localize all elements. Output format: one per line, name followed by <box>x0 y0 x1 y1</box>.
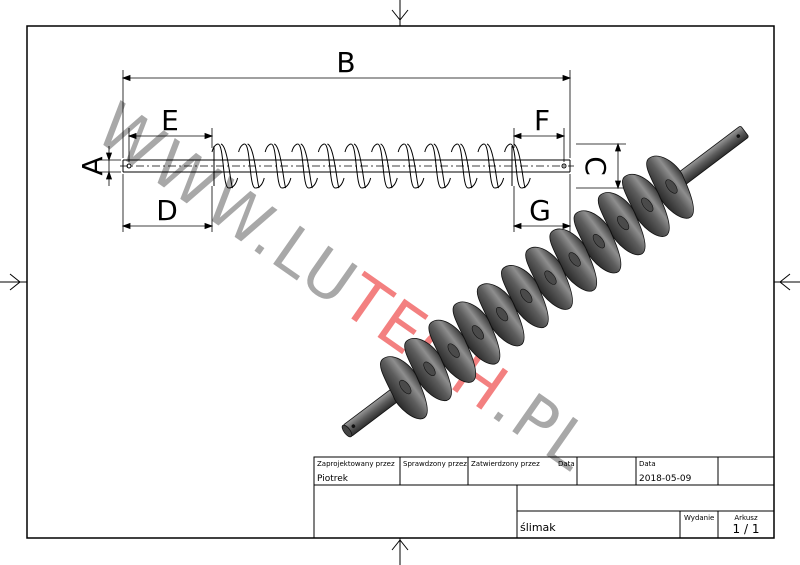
flight-back-edge <box>344 143 352 153</box>
flight-hub-3d <box>617 215 630 231</box>
flight-hub-3d <box>544 270 557 285</box>
flight-back-edge <box>281 177 292 189</box>
flight-edge <box>297 143 313 189</box>
flight-back-edge <box>388 177 398 189</box>
flight-back-edge <box>255 177 265 189</box>
flight-hub-3d <box>592 234 605 249</box>
flight-back-edge <box>361 177 372 189</box>
designer-name: Piotrek <box>317 474 349 484</box>
flight-edge <box>350 143 367 189</box>
flight-back-edge <box>211 143 219 153</box>
flight-back-edge <box>371 143 378 153</box>
spiral-flights <box>211 143 531 189</box>
flight-back-edge <box>477 143 485 153</box>
dimension-g: G <box>529 194 551 227</box>
flight-hub-3d <box>665 179 678 194</box>
flight-back-edge <box>334 177 345 189</box>
flight-hub-3d <box>423 361 436 376</box>
flight-back-edge <box>494 177 505 189</box>
flight-back-edge <box>450 143 458 153</box>
auger-side-view <box>120 143 574 189</box>
flight-back-edge <box>414 177 425 189</box>
centering-mark-top <box>391 0 409 26</box>
flight-back-edge <box>424 143 431 153</box>
dimension-b: B <box>336 46 355 79</box>
centering-mark-right <box>774 273 800 291</box>
dimension-e: E <box>161 104 179 137</box>
flight-hub-3d <box>520 288 533 304</box>
flight-back-edge <box>308 177 318 189</box>
flight-back-edge <box>397 143 405 153</box>
watermark-gray-prefix: WWW.LU <box>83 89 371 322</box>
flight-back-edge <box>467 177 478 189</box>
dimension-f: F <box>534 104 550 137</box>
dimension-c: C <box>579 156 612 176</box>
flight-hub-3d <box>471 325 484 340</box>
flight-back-edge <box>521 177 531 189</box>
flight-edge <box>430 143 446 189</box>
flight-hub-3d <box>496 306 509 322</box>
dimension-lines <box>100 70 626 232</box>
flight-edge <box>403 143 420 189</box>
dimension-d: D <box>156 194 178 227</box>
dimension-a: A <box>76 156 109 175</box>
title-block <box>313 456 775 539</box>
flight-edge <box>483 143 500 189</box>
flight-back-edge <box>228 177 239 189</box>
date-label-1: Data <box>558 460 575 468</box>
flight-edge <box>217 143 234 189</box>
flight-back-edge <box>317 143 325 153</box>
centering-mark-bottom <box>391 538 409 565</box>
flight-back-edge <box>264 143 272 153</box>
flight-back-edge <box>441 177 451 189</box>
flight-hub-3d <box>399 379 412 395</box>
designed-by-label: Zaprojektowany przez <box>317 460 395 468</box>
checked-by-label: Sprawdzony przez <box>403 460 467 468</box>
flight-hub-3d <box>641 197 654 212</box>
flight-edge <box>510 143 526 189</box>
flight-hub-3d <box>447 343 460 358</box>
part-name: ślimak <box>520 521 556 534</box>
approved-by-label: Zatwierdzony przez <box>471 460 540 468</box>
flight-edge <box>270 143 287 189</box>
spiral-flights-3d <box>380 155 694 420</box>
title-block-text: Zaprojektowany przez Sprawdzony przez Za… <box>317 460 759 536</box>
auger-3d-view <box>341 126 749 438</box>
flight-back-edge <box>238 143 245 153</box>
date-label-2: Data <box>639 460 656 468</box>
sheet-value: 1 / 1 <box>733 522 760 536</box>
flight-edge <box>377 143 393 189</box>
flight-back-edge <box>291 143 298 153</box>
flight-back-edge <box>504 143 511 153</box>
flight-hub-3d <box>568 252 581 267</box>
sheet-label: Arkusz <box>734 514 758 522</box>
flight-edge <box>244 143 260 189</box>
flight-edge <box>323 143 340 189</box>
centering-mark-left <box>0 273 27 291</box>
edition-label: Wydanie <box>684 514 714 522</box>
dimension-labels: B E F D G A C <box>76 46 612 227</box>
date-value: 2018-05-09 <box>639 474 692 484</box>
flight-edge <box>456 143 473 189</box>
